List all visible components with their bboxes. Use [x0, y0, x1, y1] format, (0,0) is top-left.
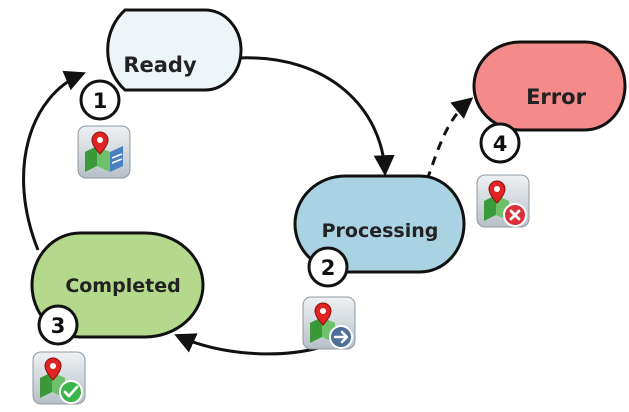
state-processing-shape	[293, 174, 466, 274]
badge-4-number: 4	[493, 132, 508, 156]
badge-3-number: 3	[51, 314, 66, 338]
state-ready: Ready	[106, 8, 243, 92]
transition-completed-to-ready	[22, 70, 86, 251]
state-ready-shape	[106, 8, 243, 92]
transition-ready-to-processing	[237, 56, 395, 177]
state-error: Error	[472, 40, 627, 132]
transition-processing-to-completed	[174, 333, 319, 356]
transition-processing-to-error	[425, 97, 474, 181]
state-completed-label: Completed	[65, 275, 180, 297]
state-error-label: Error	[526, 85, 586, 109]
badge-1: 1	[79, 79, 121, 121]
map-pin-error-icon	[476, 174, 530, 228]
map-pin-check-icon	[32, 351, 86, 405]
badge-2: 2	[307, 246, 349, 288]
badge-3: 3	[37, 304, 79, 346]
state-completed: Completed	[30, 231, 205, 339]
badge-2-number: 2	[321, 256, 336, 280]
badge-1-number: 1	[93, 89, 108, 113]
map-pin-icon	[77, 125, 131, 179]
transition-arrows	[22, 56, 474, 356]
state-processing-label: Processing	[322, 220, 439, 242]
state-processing: Processing	[293, 174, 466, 274]
map-pin-arrow-icon	[302, 296, 356, 350]
state-completed-shape	[30, 231, 205, 339]
badge-4: 4	[479, 122, 521, 164]
state-ready-label: Ready	[123, 53, 197, 77]
state-error-shape	[472, 40, 627, 132]
